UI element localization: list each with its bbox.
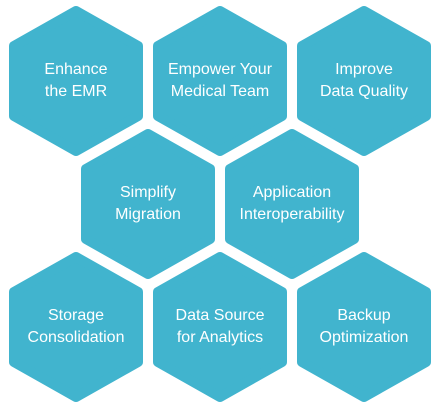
hexagon-label-line: Empower Your bbox=[167, 61, 273, 78]
hexagon-label-line: Data Quality bbox=[319, 83, 409, 100]
hexagon-label: Storage Consolidation bbox=[9, 252, 143, 402]
hexagon-shape bbox=[9, 252, 143, 402]
hexagon-data-source-for-analytics: Data Source for Analytics bbox=[153, 252, 287, 402]
hexagon-label-line: Interoperability bbox=[239, 206, 345, 223]
hexagon-improve-data-quality: Improve Data Quality bbox=[297, 6, 431, 156]
hexagon-label-line: Medical Team bbox=[170, 83, 270, 100]
hexagon-label-line: Optimization bbox=[319, 329, 409, 346]
hexagon-empower-your-medical-team: Empower Your Medical Team bbox=[153, 6, 287, 156]
hexagon-label: Application Interoperability bbox=[225, 129, 359, 279]
hexagon-shape bbox=[153, 6, 287, 156]
hexagon-shape bbox=[9, 6, 143, 156]
hexagon-label-line: Consolidation bbox=[27, 329, 125, 346]
hexagon-shape bbox=[153, 252, 287, 402]
hexagon-label: Enhance the EMR bbox=[9, 6, 143, 156]
hexagon-simplify-migration: Simplify Migration bbox=[81, 129, 215, 279]
hexagon-shape bbox=[81, 129, 215, 279]
hexagon-shape bbox=[225, 129, 359, 279]
hexagon-label: Backup Optimization bbox=[297, 252, 431, 402]
hexagon-label: Simplify Migration bbox=[81, 129, 215, 279]
hexagon-label: Improve Data Quality bbox=[297, 6, 431, 156]
hexagon-backup-optimization: Backup Optimization bbox=[297, 252, 431, 402]
hexagon-label-line: for Analytics bbox=[176, 329, 264, 346]
hexagon-shape bbox=[297, 252, 431, 402]
hexagon-shape bbox=[297, 6, 431, 156]
hexagon-application-interoperability: Application Interoperability bbox=[225, 129, 359, 279]
hexagon-label-line: Data Source bbox=[175, 307, 265, 324]
hexagon-label-line: Storage bbox=[47, 307, 105, 324]
hexagon-label-line: Simplify bbox=[119, 184, 176, 201]
hexagon-label-line: the EMR bbox=[44, 83, 108, 100]
hexagon-label-line: Backup bbox=[337, 307, 391, 324]
hexagon-label-line: Improve bbox=[335, 61, 393, 78]
hexagon-label: Data Source for Analytics bbox=[153, 252, 287, 402]
hexagon-label-line: Enhance bbox=[44, 61, 108, 78]
hexagon-label: Empower Your Medical Team bbox=[153, 6, 287, 156]
hexagon-label-line: Migration bbox=[115, 206, 181, 223]
hexagon-storage-consolidation: Storage Consolidation bbox=[9, 252, 143, 402]
hexagon-enhance-the-emr: Enhance the EMR bbox=[9, 6, 143, 156]
hexagon-label-line: Application bbox=[252, 184, 332, 201]
